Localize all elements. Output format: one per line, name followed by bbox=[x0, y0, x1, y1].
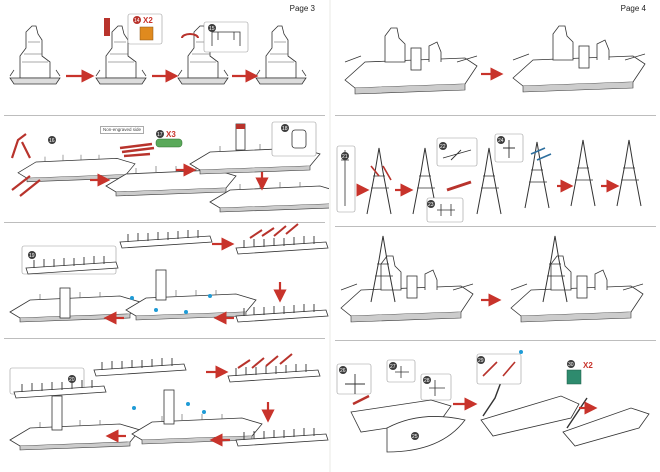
step-divider bbox=[335, 115, 656, 116]
page-number: Page 3 bbox=[289, 4, 315, 13]
step-divider bbox=[4, 338, 325, 339]
part-25-label: 25 bbox=[412, 434, 418, 440]
step-divider bbox=[4, 115, 325, 116]
part-23-label: 23 bbox=[428, 202, 434, 208]
step-row-4 bbox=[9, 353, 329, 451]
part-19-label: 19 bbox=[29, 253, 35, 259]
instruction-page-3: Page 3 Non-engraved side bbox=[0, 0, 329, 472]
page-3-diagrams: 14 X2 15 16 17 X3 18 19 20 bbox=[9, 13, 329, 451]
instruction-page-4: Page 4 bbox=[331, 0, 660, 472]
non-engraved-note: Non-engraved side bbox=[100, 126, 145, 134]
page-4-diagrams: 21 22 23 24 25 26 27 28 29 30 X2 bbox=[336, 25, 650, 453]
step-row-1 bbox=[344, 25, 646, 95]
step-row-1 bbox=[9, 13, 307, 85]
step-divider bbox=[335, 340, 656, 341]
page-number: Page 4 bbox=[620, 4, 646, 13]
part-16-label: 16 bbox=[49, 138, 55, 144]
part-20-label: 20 bbox=[69, 377, 75, 383]
part-29-label: 29 bbox=[478, 358, 484, 364]
part-18-label: 18 bbox=[282, 126, 288, 132]
step-divider bbox=[4, 222, 325, 223]
part-14-label: 14 bbox=[134, 18, 140, 24]
step-row-3 bbox=[340, 235, 644, 323]
step-row-2 bbox=[336, 133, 642, 223]
part-27-label: 27 bbox=[390, 364, 396, 370]
step-row-4 bbox=[336, 350, 650, 453]
part-30-label: 30 bbox=[568, 362, 574, 368]
part-21-label: 21 bbox=[342, 154, 348, 160]
part-badges: 14 X2 15 16 17 X3 18 19 20 bbox=[28, 16, 289, 383]
step-row-3 bbox=[9, 223, 329, 325]
part-24-label: 24 bbox=[498, 138, 504, 144]
step-divider bbox=[335, 226, 656, 227]
step-row-2 bbox=[10, 121, 329, 213]
part-15-label: 15 bbox=[209, 26, 215, 32]
part-28-label: 28 bbox=[424, 378, 430, 384]
part-17-label: 17 bbox=[157, 132, 163, 138]
part-badges: 21 22 23 24 25 26 27 28 29 30 X2 bbox=[339, 136, 593, 440]
part-26-label: 26 bbox=[340, 368, 346, 374]
quantity-14: X2 bbox=[143, 16, 153, 25]
quantity-30: X2 bbox=[583, 361, 593, 370]
part-22-label: 22 bbox=[440, 144, 446, 150]
quantity-17: X3 bbox=[166, 130, 176, 139]
